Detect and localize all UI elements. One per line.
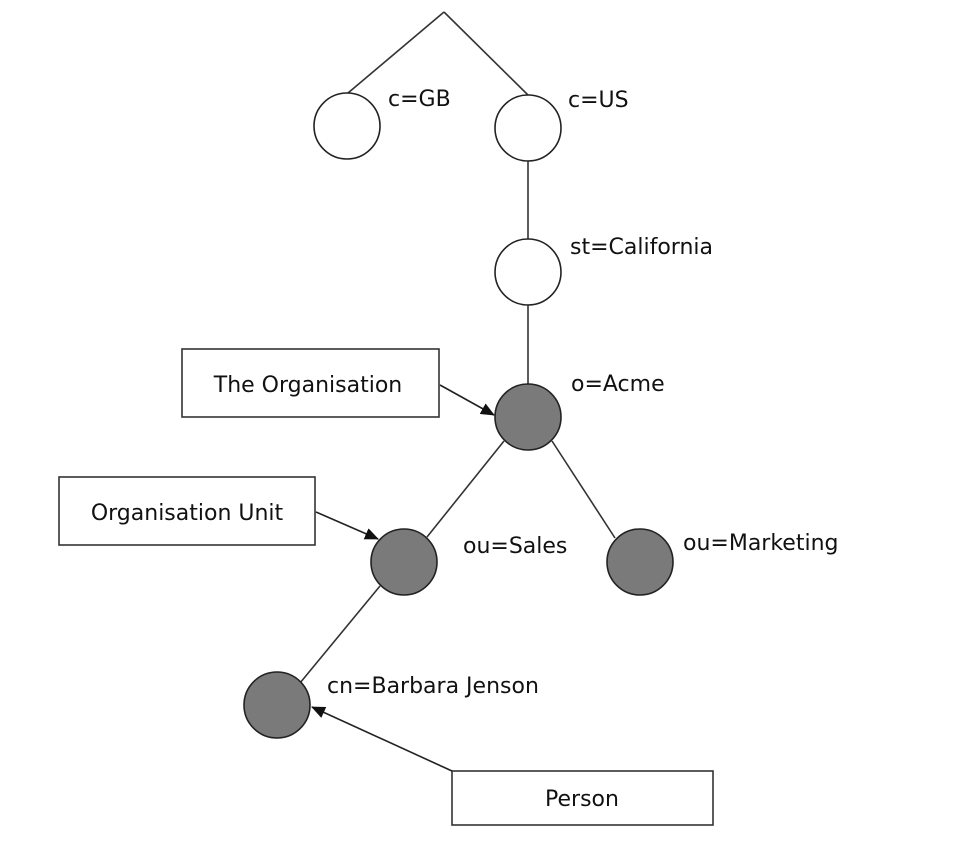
node-marketing [606, 528, 674, 596]
callout-organisation-arrow [439, 384, 495, 416]
callout-organisation-text: The Organisation [213, 373, 402, 398]
callout-person: Person [311, 706, 714, 826]
callout-person-box [451, 770, 714, 826]
edge-acme-marketing [551, 440, 616, 539]
callout-organisation: The Organisation [181, 348, 495, 418]
node-acme [494, 383, 562, 451]
node-barbara [243, 671, 311, 739]
node-gb [313, 92, 381, 160]
label-us: c=US [568, 88, 629, 113]
callout-person-arrow [311, 706, 453, 772]
callout-person-text: Person [545, 787, 619, 812]
node-labels: c=GB c=US st=California o=Acme ou=Sales … [327, 87, 838, 699]
callout-unit-text: Organisation Unit [91, 501, 284, 526]
callout-unit-box [58, 476, 316, 546]
label-marketing: ou=Marketing [683, 531, 838, 556]
edges [299, 11, 616, 684]
nodes [243, 92, 674, 739]
node-us [494, 94, 562, 162]
edge-root-us [443, 11, 529, 96]
label-sales: ou=Sales [463, 534, 567, 559]
edge-root-gb [347, 11, 445, 94]
edge-sales-barbara [299, 585, 381, 684]
callout-organisation-box [181, 348, 440, 418]
callout-unit-arrow [315, 511, 379, 540]
edge-acme-sales [426, 440, 505, 538]
node-california [494, 238, 562, 306]
label-barbara: cn=Barbara Jenson [327, 674, 539, 699]
label-california: st=California [570, 235, 713, 260]
callout-unit: Organisation Unit [58, 476, 379, 546]
label-acme: o=Acme [571, 372, 665, 397]
label-gb: c=GB [388, 87, 451, 112]
node-sales [370, 528, 438, 596]
